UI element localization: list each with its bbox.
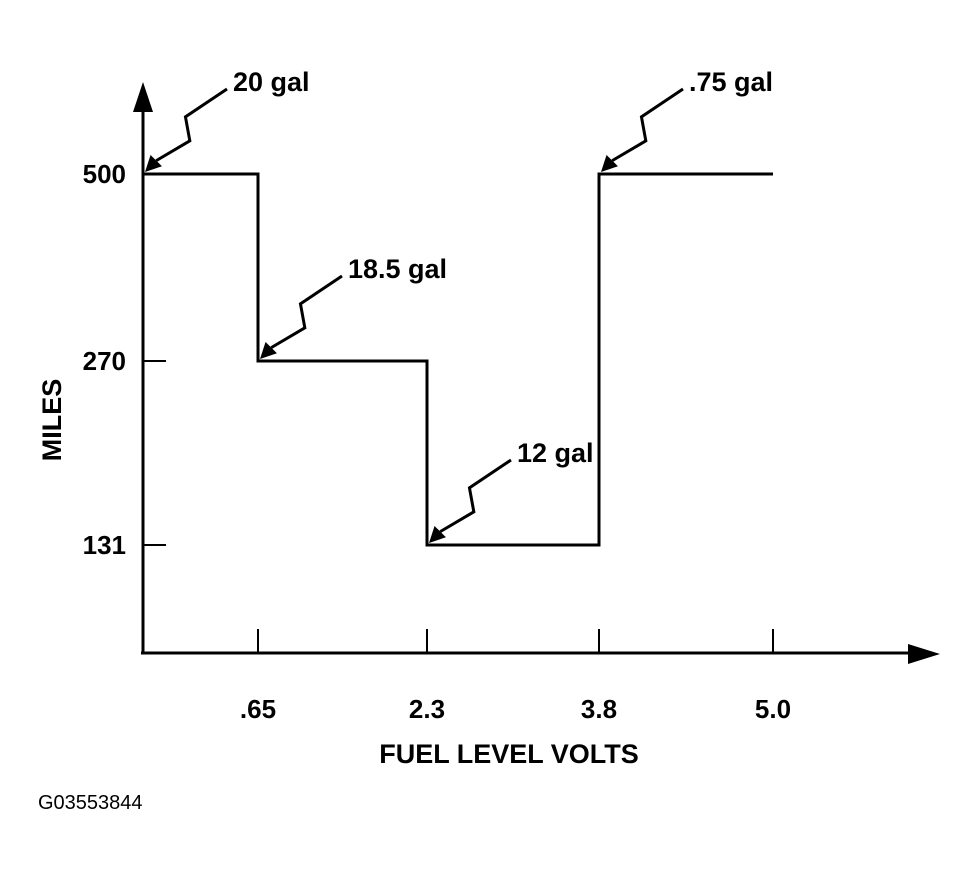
annotation-label: 12 gal (517, 438, 594, 468)
annotations: 20 gal 18.5 gal 12 gal .75 gal (145, 67, 773, 543)
y-tick-label: 131 (83, 530, 126, 560)
y-axis-arrowhead (133, 82, 153, 112)
annotation-label: 20 gal (233, 67, 310, 97)
x-ticks: .65 2.3 3.8 5.0 (240, 629, 791, 724)
annotation-arrowhead (429, 525, 446, 543)
y-ticks: 500 270 131 (83, 159, 166, 560)
annotation-arrow (611, 87, 684, 162)
x-tick-label: 5.0 (755, 694, 791, 724)
y-tick-label: 500 (83, 159, 126, 189)
series (143, 172, 773, 547)
annotation-arrowhead (145, 154, 162, 172)
annotation-arrowhead (260, 341, 277, 359)
annotation-arrowhead (601, 154, 618, 172)
series-line (143, 172, 773, 547)
y-axis-label: MILES (37, 379, 67, 462)
annotation-arrow (270, 274, 343, 349)
annotation-label: .75 gal (689, 67, 773, 97)
axes (133, 82, 940, 664)
x-tick-label: 2.3 (409, 694, 445, 724)
annotation-arrow (439, 458, 512, 533)
x-axis-arrowhead (908, 644, 940, 664)
y-tick-label: 270 (83, 346, 126, 376)
annotation-arrow (155, 87, 228, 162)
figure-id: G03553844 (38, 792, 143, 814)
x-tick-label: .65 (240, 694, 276, 724)
x-axis-label: FUEL LEVEL VOLTS (379, 739, 639, 769)
x-tick-label: 3.8 (581, 694, 617, 724)
annotation-label: 18.5 gal (348, 254, 447, 284)
